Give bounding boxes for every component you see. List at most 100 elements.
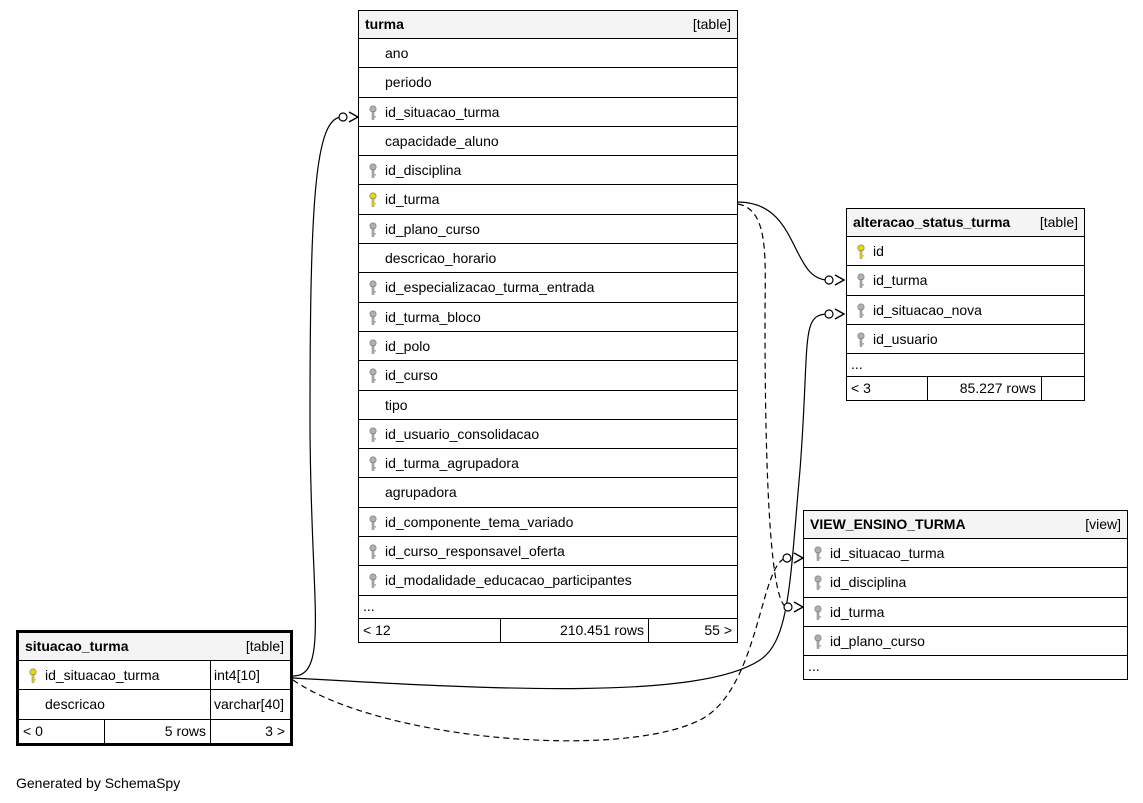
column-row: id_curso: [359, 361, 737, 391]
column-list: ano periodo id_situacao_turma capacidade_al…: [359, 39, 737, 596]
column-name: agrupadora: [385, 484, 457, 501]
column-row: periodo: [359, 68, 737, 98]
edge-situacao-to-view: [292, 557, 788, 742]
edge-turma-to-alteracao: [737, 201, 829, 281]
foreign-key-icon: [814, 605, 822, 620]
column-name: id_usuario: [873, 330, 938, 347]
column-type: int4[10]: [214, 667, 260, 683]
foreign-key-icon: [369, 310, 377, 325]
column-name: id_especializacao_turma_entrada: [385, 279, 595, 296]
column-row: id_turma_agrupadora: [359, 449, 737, 479]
column-name: ano: [385, 45, 409, 61]
column-row: id_disciplina: [359, 156, 737, 186]
column-row: id_curso_responsavel_oferta: [359, 537, 737, 567]
column-row: id_plano_curso: [359, 215, 737, 245]
column-row: id_situacao_nova: [847, 296, 1084, 325]
table-name: alteracao_status_turma: [853, 214, 1011, 230]
more-columns: ...: [359, 596, 737, 619]
view-ensino-turma[interactable]: VIEW_ENSINO_TURMA [view] id_situacao_tur…: [803, 510, 1128, 681]
foreign-key-icon: [857, 273, 865, 289]
foreign-key-icon: [369, 456, 377, 471]
foreign-key-icon: [369, 163, 377, 178]
foreign-key-icon: [857, 303, 865, 318]
more-columns: ...: [808, 658, 820, 675]
column-name: id_turma_bloco: [385, 308, 481, 325]
more-columns: ...: [847, 354, 1084, 378]
foreign-key-icon: [369, 427, 377, 442]
row-count: 85.227 rows: [959, 380, 1036, 397]
table-kind: [table]: [245, 638, 284, 654]
column-name: id_modalidade_educacao_participantes: [385, 572, 632, 589]
table-turma[interactable]: turma [table] ano periodo id_situacao_turm…: [358, 10, 738, 643]
foreign-key-icon: [369, 339, 377, 354]
foreign-key-icon: [369, 515, 377, 530]
parents-count: < 0: [23, 722, 43, 739]
column-name: id_curso_responsavel_oferta: [385, 543, 565, 560]
children-count: 3 >: [265, 722, 285, 739]
parents-count: < 3: [851, 380, 871, 397]
table-kind: [table]: [692, 16, 731, 32]
column-name: tipo: [385, 396, 408, 413]
column-name: id_turma_agrupadora: [385, 455, 519, 472]
table-name: turma: [365, 16, 404, 32]
table-name: VIEW_ENSINO_TURMA: [810, 516, 966, 532]
parents-count: < 12: [363, 621, 391, 638]
column-row: id_turma: [847, 266, 1084, 296]
foreign-key-icon: [369, 368, 377, 384]
primary-key-icon: [369, 192, 377, 208]
column-row: id_turma_bloco: [359, 303, 737, 332]
children-count: 55 >: [704, 621, 732, 638]
column-name: id_disciplina: [830, 574, 907, 591]
column-row: id_polo: [359, 332, 737, 362]
column-row: id_disciplina: [804, 568, 1127, 598]
table-footer: < 12 210.451 rows 55 >: [359, 618, 737, 642]
foreign-key-icon: [814, 575, 822, 591]
column-row: id_situacao_turma: [359, 98, 737, 127]
column-row: id_usuario_consolidacao: [359, 420, 737, 450]
table-footer: < 3 85.227 rows: [847, 377, 1084, 401]
foreign-key-icon: [814, 546, 822, 561]
table-header: alteracao_status_turma [table]: [847, 209, 1084, 237]
column-name: capacidade_aluno: [385, 132, 499, 149]
column-name: id_turma: [385, 191, 440, 208]
column-row: id_turma: [359, 185, 737, 215]
column-row: agrupadora: [359, 478, 737, 508]
table-situacao-turma[interactable]: situacao_turma [table] id_situacao_turma…: [16, 630, 293, 746]
column-name: periodo: [385, 74, 432, 91]
row-count: 210.451 rows: [559, 621, 644, 638]
column-name: descricao_horario: [385, 250, 497, 267]
edge-turma-to-view: [737, 203, 788, 608]
column-name: id_situacao_turma: [830, 545, 945, 561]
foreign-key-icon: [814, 634, 822, 649]
column-name: id_curso: [385, 367, 438, 384]
column-row: ano: [359, 39, 737, 69]
column-row: descricao_horario: [359, 244, 737, 274]
column-name: id_plano_curso: [385, 220, 480, 237]
column-row: id_situacao_turma: [804, 539, 1127, 569]
foreign-key-icon: [857, 332, 865, 347]
edge-situacao-turma-to-turma: [292, 116, 343, 677]
table-header: turma [table]: [359, 11, 737, 39]
column-name: id_turma: [873, 272, 928, 289]
column-row: tipo: [359, 391, 737, 420]
column-row: id_modalidade_educacao_participantes: [359, 566, 737, 596]
edge-situacao-to-alteracao: [292, 313, 829, 690]
column-name: id_plano_curso: [830, 632, 925, 649]
column-row: id_situacao_turma int4[10]: [19, 661, 290, 691]
column-row: id_plano_curso: [804, 627, 1127, 657]
column-name: id_situacao_nova: [873, 301, 982, 318]
table-header: VIEW_ENSINO_TURMA [view]: [804, 511, 1127, 539]
foreign-key-icon: [369, 544, 377, 559]
column-row: capacidade_aluno: [359, 127, 737, 157]
edge-end-circle: [783, 602, 793, 612]
column-name: id_disciplina: [385, 162, 462, 179]
column-row: id_especializacao_turma_entrada: [359, 273, 737, 303]
column-name: id_usuario_consolidacao: [385, 425, 540, 442]
primary-key-icon: [29, 668, 37, 683]
edge-end-circle: [782, 553, 792, 563]
column-name: id_situacao_turma: [45, 667, 160, 683]
foreign-key-icon: [369, 280, 377, 296]
